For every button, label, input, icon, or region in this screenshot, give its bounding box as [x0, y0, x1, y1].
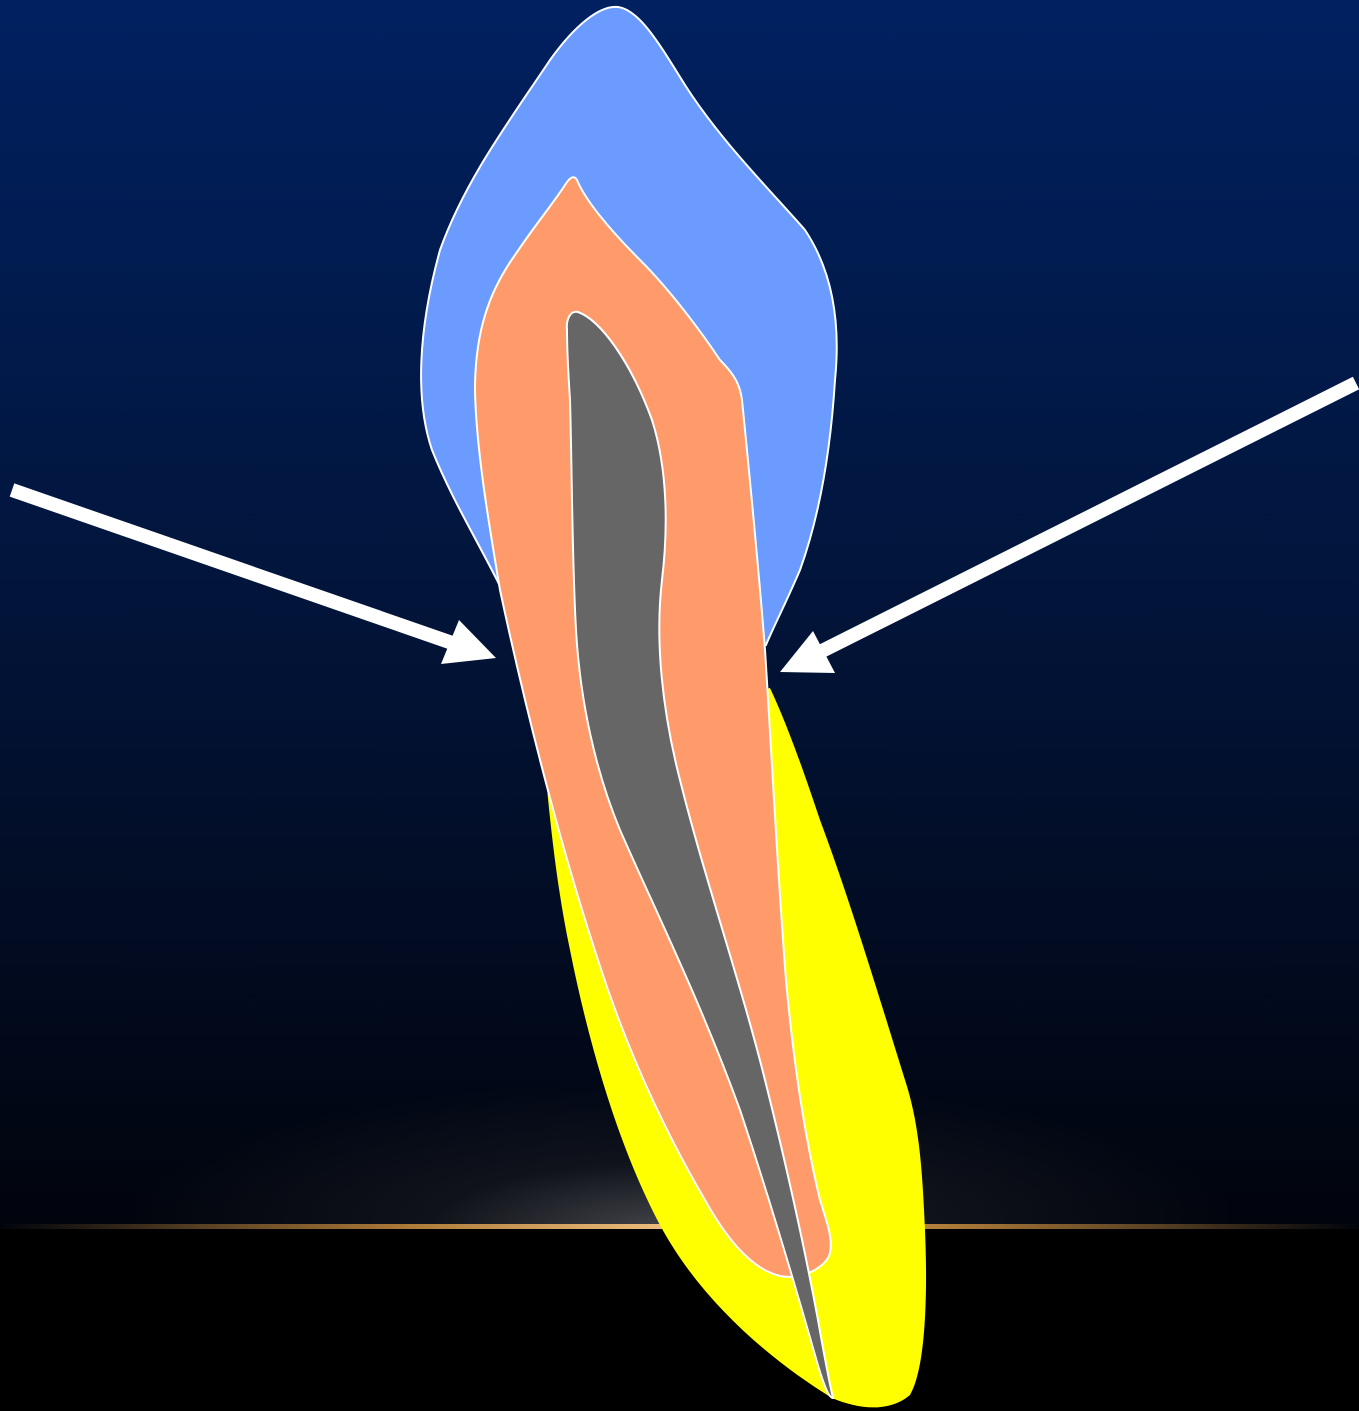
left-arrow-shaft: [12, 490, 458, 645]
right-arrow: [780, 383, 1356, 673]
right-arrow-shaft: [812, 383, 1356, 656]
left-arrow: [12, 490, 496, 664]
